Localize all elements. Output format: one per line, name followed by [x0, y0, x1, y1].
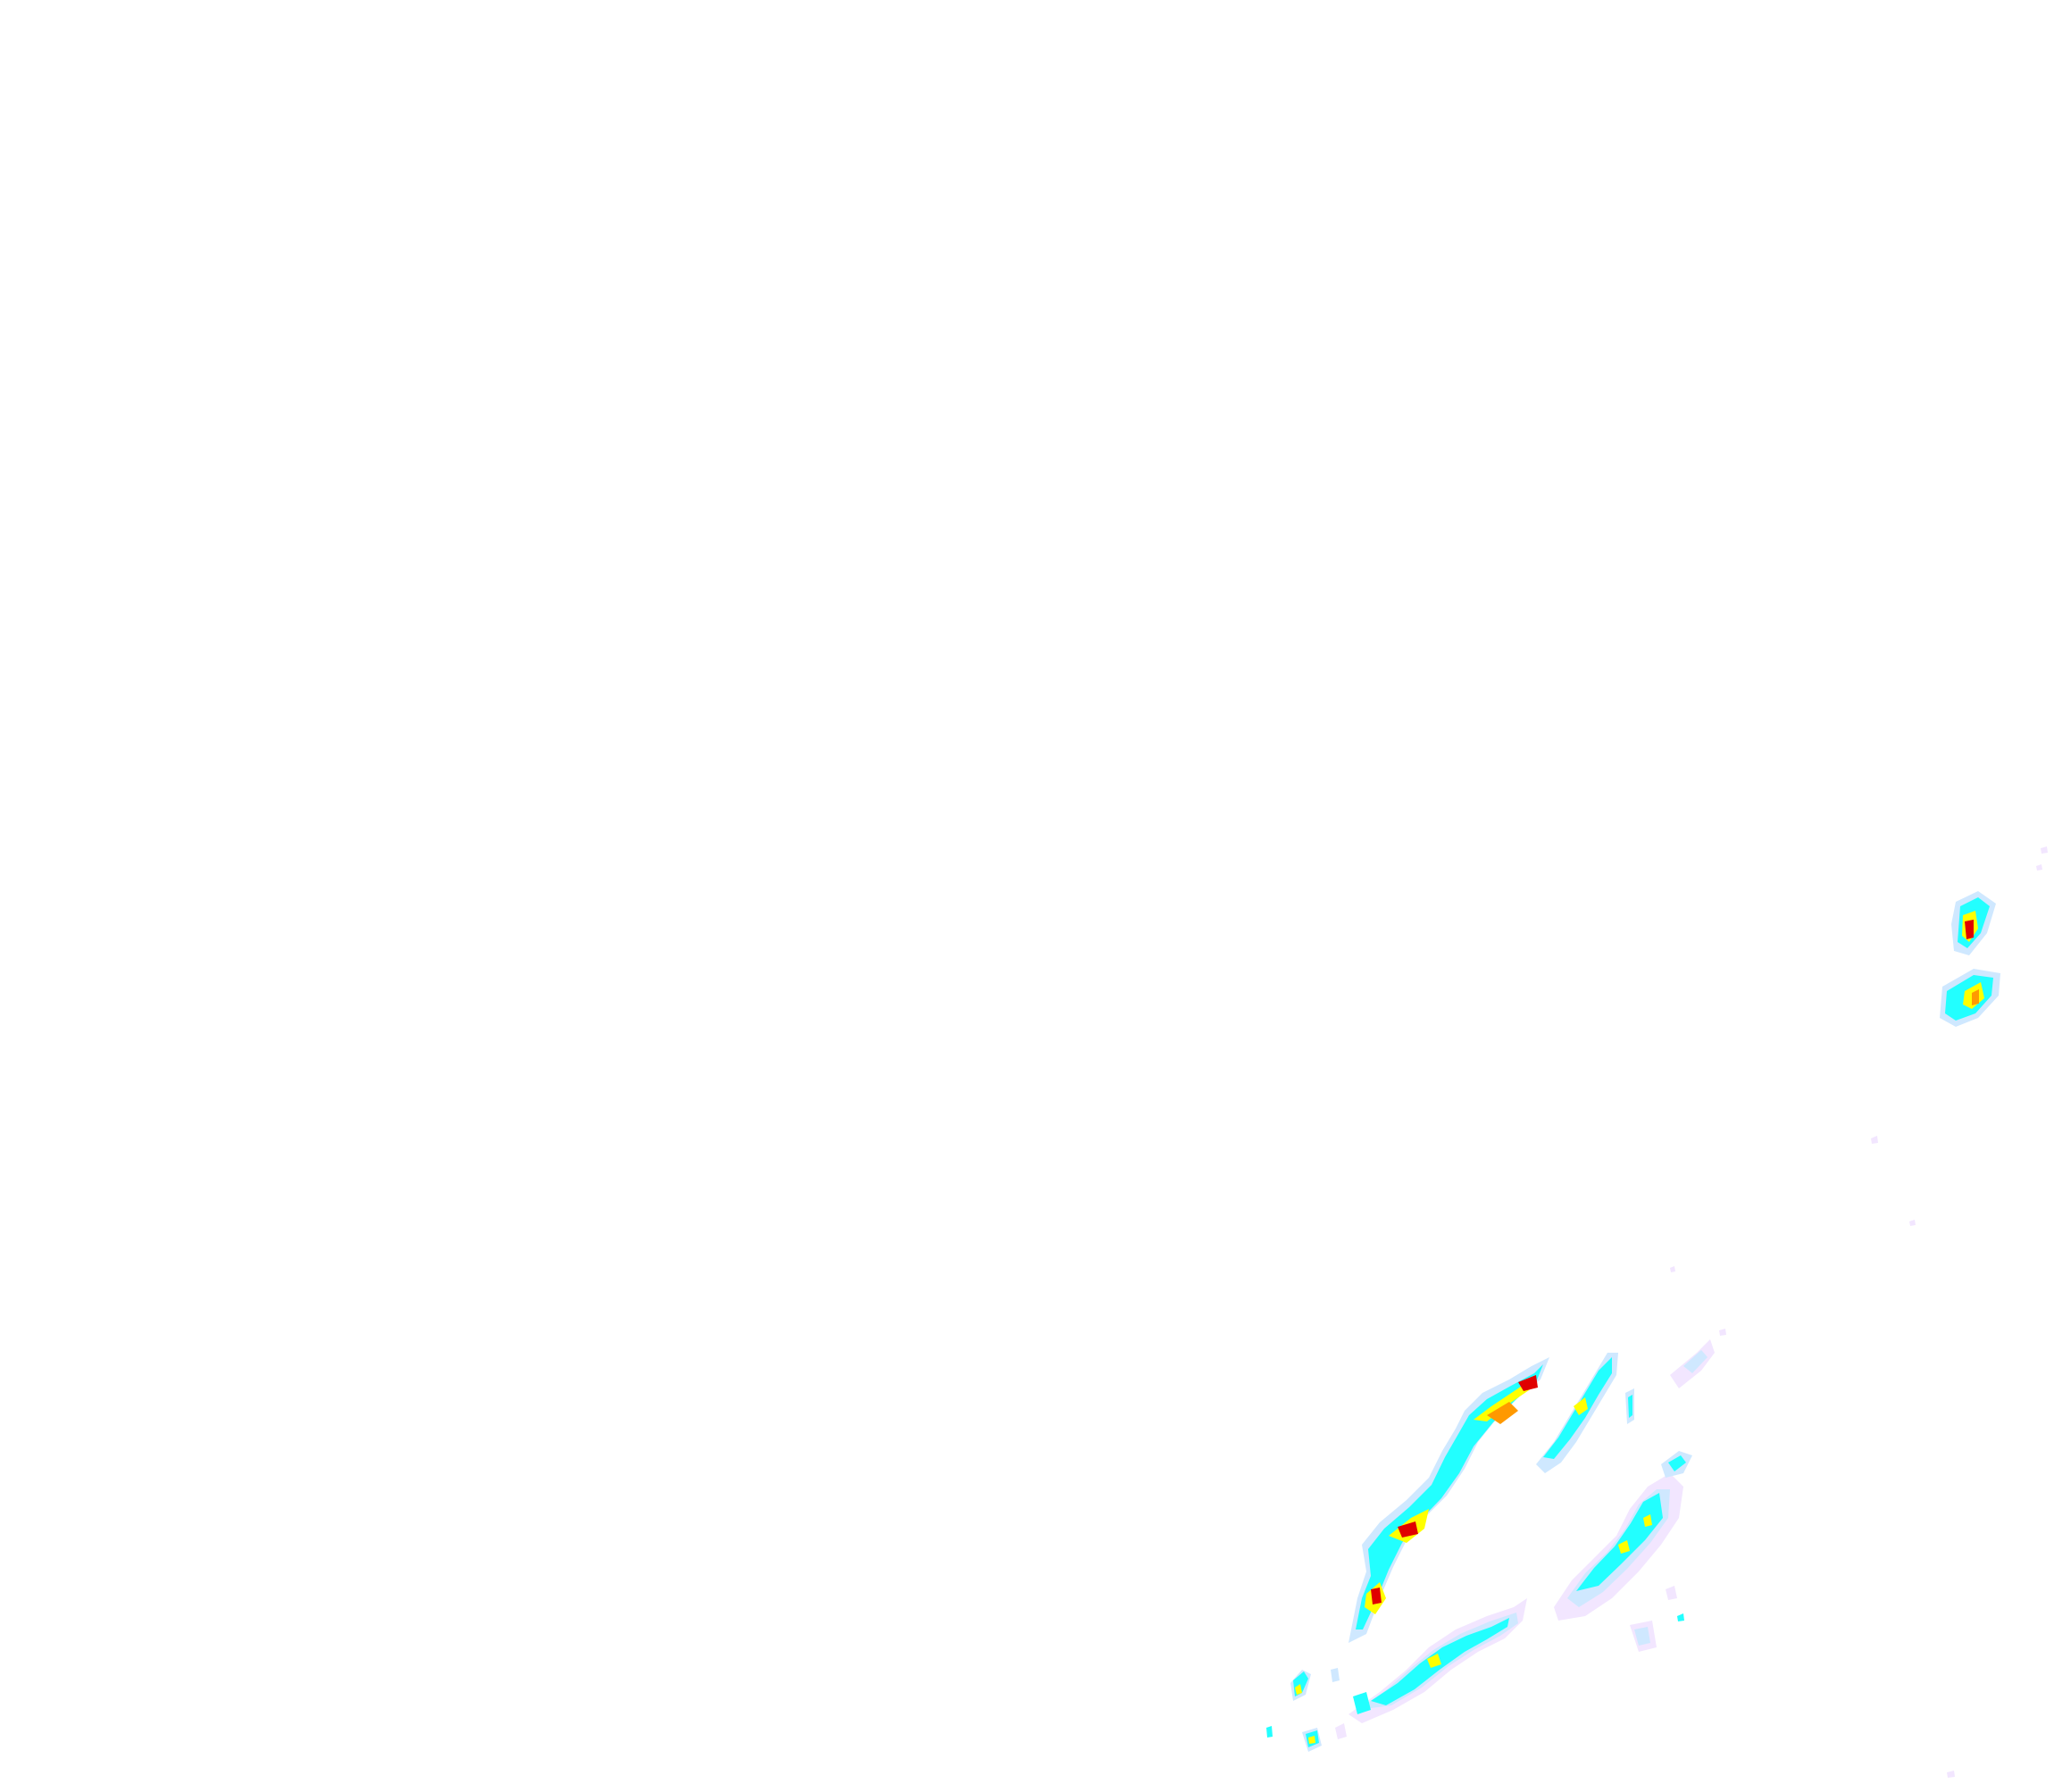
echo-light: [1683, 1350, 1707, 1373]
echo-light: [1331, 1668, 1340, 1682]
echo-extreme: [1398, 1521, 1418, 1538]
east-cluster: [1554, 1451, 1692, 1652]
echo-extreme: [1965, 920, 1974, 939]
echo-very-light: [1871, 1136, 1878, 1144]
echo-moderate: [1353, 1692, 1371, 1714]
echo-moderate: [1628, 1395, 1632, 1418]
echo-very-light: [1670, 1266, 1675, 1272]
echo-very-light: [1909, 1220, 1916, 1226]
northeast-cell-lower: [1940, 969, 2000, 1027]
echo-very-light: [1666, 1586, 1677, 1600]
echo-moderate: [1668, 1455, 1686, 1471]
echo-strong: [1308, 1736, 1315, 1744]
secondary-band: [1536, 1353, 1634, 1473]
echo-very-light: [1947, 1771, 1955, 1778]
southern-band: [1348, 1598, 1527, 1723]
echo-strong: [1427, 1654, 1441, 1668]
echo-light: [1634, 1627, 1650, 1646]
echo-extreme: [1518, 1375, 1538, 1391]
echo-strong: [1295, 1684, 1302, 1695]
echo-moderate: [1356, 1364, 1543, 1629]
echo-extreme: [1371, 1588, 1382, 1604]
echo-heavy: [1972, 989, 1979, 1005]
echo-strong: [1474, 1375, 1536, 1421]
northeast-cell-upper: [1951, 891, 1996, 955]
echo-heavy: [1487, 1402, 1518, 1424]
southwest-fragments: [1266, 1668, 1955, 1778]
echo-very-light: [1719, 1329, 1726, 1336]
echo-very-light: [2041, 846, 2048, 854]
echo-very-light: [1335, 1723, 1347, 1739]
echo-strong: [1574, 1397, 1588, 1415]
main-band: [1348, 1357, 1549, 1643]
echo-moderate: [1576, 1493, 1663, 1591]
echo-moderate: [1677, 1613, 1684, 1621]
north-faint-echoes: [1670, 846, 2048, 1388]
echo-moderate: [1266, 1726, 1273, 1738]
echo-strong: [1643, 1514, 1652, 1527]
echo-strong: [1618, 1540, 1630, 1554]
echo-very-light: [2036, 864, 2042, 871]
